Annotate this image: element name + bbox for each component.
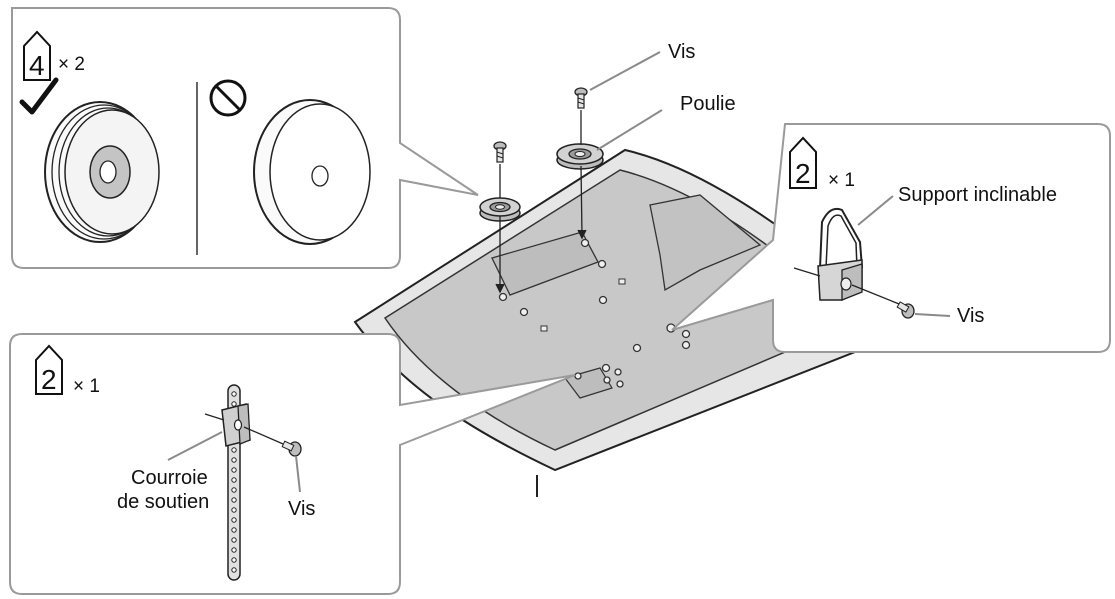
prohibited-icon [209,79,247,117]
check-icon [19,77,59,115]
quantity-label: × 1 [73,376,100,397]
screw-top-right [574,87,588,109]
pulley-correct-illustration [44,101,160,243]
screw-top-left [493,141,507,163]
tilt-stand-illustration [793,207,915,319]
quantity-label: × 1 [828,170,855,191]
badge-number: 2 [795,158,811,189]
alignment-arrows [495,110,587,294]
callout-pulleys: 4 × 2 [11,7,479,269]
pulley-right [556,143,604,170]
label-support-inclinable: Support inclinable [898,184,1057,206]
part-number-badge-icon [789,136,817,189]
leader-poulie [596,109,663,151]
label-courroie-line2: de soutien [117,491,209,513]
leader-vis-right [914,313,951,317]
callout-strap: 2 × 1 Courroie [9,333,576,595]
callout-stand: 2 × 1 Support inclinable Vis [671,123,1111,353]
leader-vis-left [295,455,301,493]
part-number-badge-icon [35,344,63,395]
part-number-badge-icon [23,30,51,81]
badge-number: 4 [29,50,45,81]
label-poulie: Poulie [680,93,736,115]
label-vis-left: Vis [288,498,315,520]
leader-courroie [167,431,223,461]
pulley-left [479,197,521,222]
quantity-label: × 2 [58,54,85,75]
leader-support [857,195,894,226]
badge-number: 2 [41,364,57,395]
label-vis-top: Vis [668,41,695,63]
leader-vis-top [589,51,661,91]
label-courroie-line1: Courroie [131,467,208,489]
support-strap-illustration [204,384,302,581]
label-vis-right: Vis [957,305,984,327]
pulley-incorrect-illustration [253,99,371,245]
